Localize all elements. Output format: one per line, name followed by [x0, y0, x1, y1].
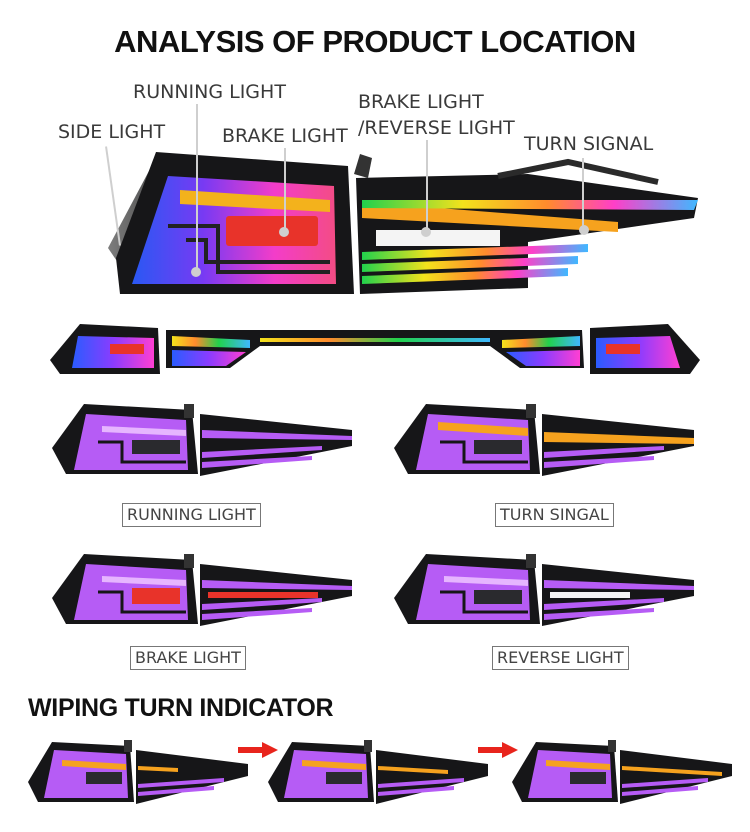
callout-running-light: RUNNING LIGHT [133, 81, 286, 103]
turn-signal-image [394, 404, 694, 476]
wiping-step-3-image [512, 740, 732, 804]
wiping-step-1-image [28, 740, 248, 804]
mode-label-running-light: RUNNING LIGHT [122, 503, 261, 527]
hero-taillight-image [108, 152, 698, 294]
wiping-step-2-image [268, 740, 488, 804]
page-title: ANALYSIS OF PRODUCT LOCATION [114, 24, 636, 59]
callout-side-light: SIDE LIGHT [58, 121, 166, 143]
mode-label-turn-signal: TURN SINGAL [495, 503, 614, 527]
leader-turn-signal [582, 158, 584, 230]
mode-label-brake-light: BRAKE LIGHT [130, 646, 246, 670]
callout-brake-reverse-line1: BRAKE LIGHT [358, 91, 484, 113]
reverse-light-image [394, 554, 694, 626]
full-set-image [50, 324, 700, 374]
running-light-image [52, 404, 352, 476]
callout-brake-light: BRAKE LIGHT [222, 125, 348, 147]
callout-brake-reverse-line2: /REVERSE LIGHT [358, 117, 515, 139]
leader-brake-reverse [426, 140, 428, 232]
mode-label-reverse-light: REVERSE LIGHT [492, 646, 629, 670]
callout-turn-signal: TURN SIGNAL [524, 133, 654, 155]
arrow-right-icon [238, 742, 278, 758]
leader-running-light [196, 104, 198, 276]
leader-brake-light [284, 148, 286, 230]
arrow-right-icon [478, 742, 518, 758]
brake-light-image [52, 554, 352, 626]
wiping-section-title: WIPING TURN INDICATOR [28, 694, 334, 722]
